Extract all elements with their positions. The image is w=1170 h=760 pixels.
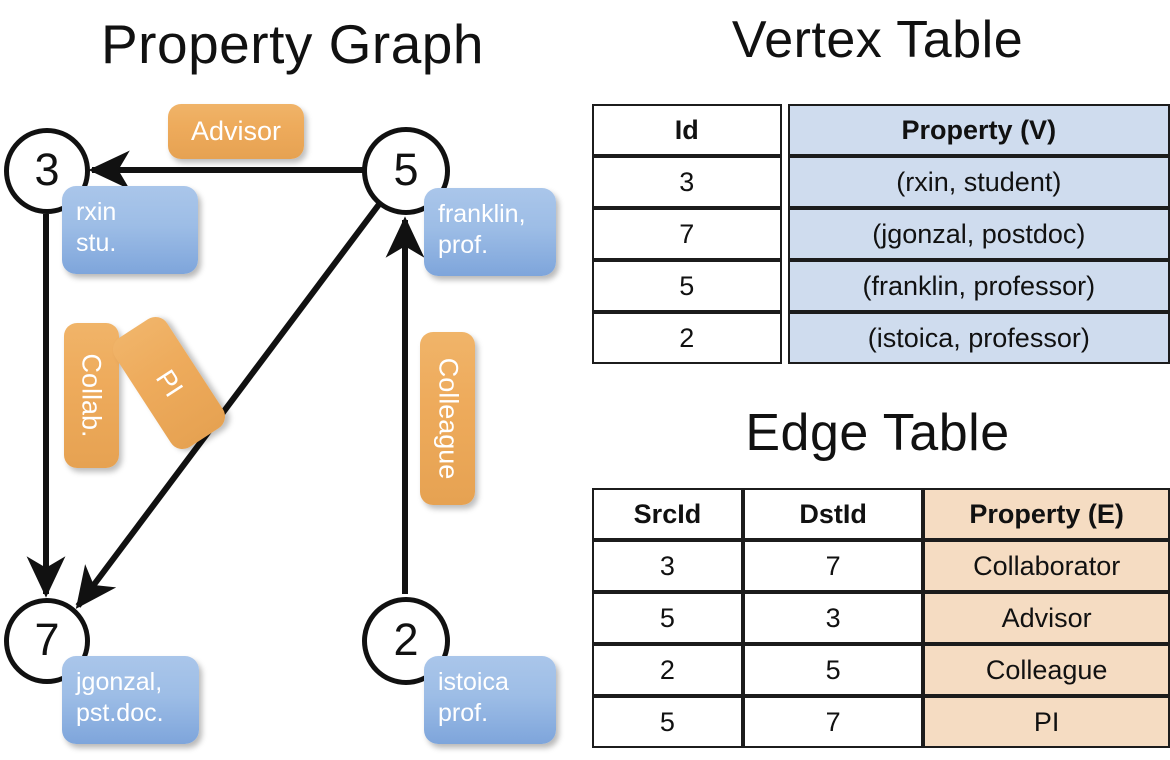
vertex-property-chip-istoica-line1: istoica bbox=[438, 668, 509, 696]
edge-table-cell-property: Colleague bbox=[923, 644, 1170, 696]
edge-table-header-row: SrcId DstId Property (E) bbox=[592, 488, 1170, 540]
graph-node-3-label: 3 bbox=[34, 143, 60, 195]
table-row[interactable]: 2 (istoica, professor) bbox=[592, 312, 1170, 364]
edge-line-pi bbox=[75, 201, 383, 609]
vertex-property-chip-rxin[interactable]: rxin stu. bbox=[62, 186, 198, 274]
table-row[interactable]: 3 (rxin, student) bbox=[592, 156, 1170, 208]
vertex-property-chip-franklin-line2: prof. bbox=[438, 230, 489, 259]
edge-table-cell-srcid: 5 bbox=[592, 592, 743, 644]
edge-table-cell-property: PI bbox=[923, 696, 1170, 748]
graph-edge-lines bbox=[26, 150, 425, 609]
vertex-property-chip-jgonzal[interactable]: jgonzal, pst.doc. bbox=[62, 656, 199, 744]
vertex-property-chip-rxin-line2: stu. bbox=[76, 228, 117, 257]
page-title-vertex-table: Vertex Table bbox=[731, 11, 1024, 69]
graph-node-2-label: 2 bbox=[393, 613, 419, 665]
graph-node-7-label: 7 bbox=[34, 613, 60, 665]
edge-table-cell-property: Advisor bbox=[923, 592, 1170, 644]
vertex-table-header-id: Id bbox=[592, 104, 782, 156]
page-title-property-graph: Property Graph bbox=[100, 13, 484, 75]
edge-table-cell-dstid: 7 bbox=[742, 540, 924, 592]
vertex-table: Id Property (V) 3 (rxin, student) 7 (jgo… bbox=[592, 104, 1170, 364]
table-row[interactable]: 7 (jgonzal, postdoc) bbox=[592, 208, 1170, 260]
vertex-table-cell-property: (istoica, professor) bbox=[787, 312, 1170, 364]
edge-property-chip-advisor[interactable]: Advisor bbox=[168, 104, 304, 159]
table-row[interactable]: 5 7 PI bbox=[592, 696, 1170, 748]
edge-property-chip-collab-label: Collab. bbox=[77, 353, 108, 438]
vertex-property-chip-jgonzal-line2: pst.doc. bbox=[76, 698, 164, 727]
vertex-property-chip-franklin[interactable]: franklin, prof. bbox=[424, 188, 556, 276]
edge-table-header-property: Property (E) bbox=[923, 488, 1170, 540]
vertex-property-chip-istoica[interactable]: istoica prof. bbox=[424, 656, 556, 744]
vertex-table-cell-property: (franklin, professor) bbox=[787, 260, 1170, 312]
edge-property-chip-colleague-label: Colleague bbox=[433, 357, 463, 480]
edge-property-chip-colleague[interactable]: Colleague bbox=[420, 332, 475, 505]
vertex-table-cell-id: 2 bbox=[592, 312, 782, 364]
edge-table-header-dstid: DstId bbox=[742, 488, 924, 540]
table-row[interactable]: 5 3 Advisor bbox=[592, 592, 1170, 644]
edge-table-cell-srcid: 3 bbox=[592, 540, 743, 592]
vertex-property-chip-franklin-line1: franklin, bbox=[438, 200, 526, 228]
vertex-property-chip-rxin-line1: rxin bbox=[76, 198, 117, 226]
vertex-table-cell-id: 5 bbox=[592, 260, 782, 312]
edge-table-cell-srcid: 5 bbox=[592, 696, 743, 748]
page-title-edge-table: Edge Table bbox=[745, 404, 1010, 462]
table-row[interactable]: 5 (franklin, professor) bbox=[592, 260, 1170, 312]
vertex-property-chip-istoica-line2: prof. bbox=[438, 698, 489, 727]
edge-table-cell-srcid: 2 bbox=[592, 644, 743, 696]
edge-table-cell-dstid: 3 bbox=[742, 592, 924, 644]
vertex-table-cell-id: 7 bbox=[592, 208, 782, 260]
edge-table-header-srcid: SrcId bbox=[592, 488, 743, 540]
edge-table-cell-dstid: 7 bbox=[742, 696, 924, 748]
vertex-table-header-property: Property (V) bbox=[787, 104, 1170, 156]
table-row[interactable]: 2 5 Colleague bbox=[592, 644, 1170, 696]
edge-table: SrcId DstId Property (E) 3 7 Collaborato… bbox=[592, 488, 1170, 748]
vertex-table-header-row: Id Property (V) bbox=[592, 104, 1170, 156]
table-row[interactable]: 3 7 Collaborator bbox=[592, 540, 1170, 592]
edge-property-chip-collab[interactable]: Collab. bbox=[64, 323, 119, 468]
vertex-property-chip-jgonzal-line1: jgonzal, bbox=[76, 668, 163, 696]
vertex-table-cell-id: 3 bbox=[592, 156, 782, 208]
vertex-table-cell-property: (rxin, student) bbox=[787, 156, 1170, 208]
edge-table-cell-property: Collaborator bbox=[923, 540, 1170, 592]
edge-table-cell-dstid: 5 bbox=[742, 644, 924, 696]
edge-property-chip-advisor-label: Advisor bbox=[190, 116, 282, 146]
property-graph-diagram: 3 5 7 2 rxin stu. franklin, prof. jgonza… bbox=[4, 104, 556, 744]
edge-property-chip-pi-label: PI bbox=[149, 363, 189, 402]
vertex-table-cell-property: (jgonzal, postdoc) bbox=[787, 208, 1170, 260]
graph-node-5-label: 5 bbox=[393, 143, 419, 195]
graph-node-2[interactable]: 2 bbox=[362, 597, 450, 685]
graph-node-5[interactable]: 5 bbox=[362, 127, 450, 215]
